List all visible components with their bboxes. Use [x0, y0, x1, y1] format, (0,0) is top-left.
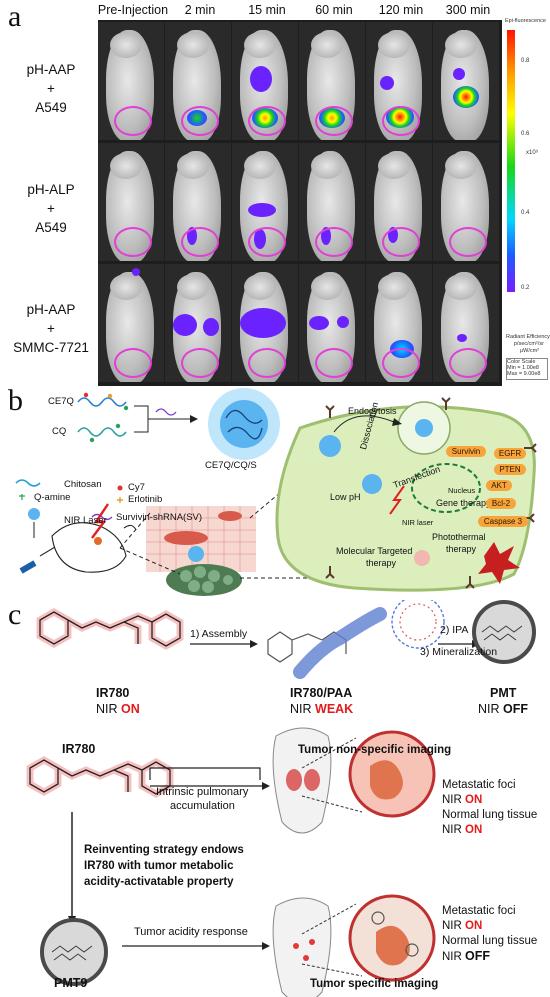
colorbar-unit-line1: p/sec/cm²/sr [514, 341, 544, 347]
pmt-label: PMT [490, 686, 517, 700]
nanoparticle-label: CE7Q/CQ/S [205, 460, 257, 471]
mouse-image [98, 264, 164, 382]
intrinsic-line2: accumulation [170, 800, 235, 812]
mouse-image [165, 143, 231, 261]
timepoint-label: 15 min [248, 3, 286, 17]
egfr-box: EGFR [494, 448, 526, 459]
step-mineralization: 3) Mineralization [420, 646, 498, 658]
panel-c-diagram [26, 600, 536, 997]
paa-label: IR780/PAA [290, 686, 353, 700]
step-assembly: 1) Assembly [190, 628, 248, 640]
row-label-2: pH-ALP+A549 [27, 182, 75, 235]
endocytosis-label: Endocytosis [348, 406, 397, 416]
nir-laser-cell-label: NIR laser [402, 518, 434, 527]
meta-status-1: Metastatic foci NIR ON Normal lung tissu… [442, 779, 538, 836]
colorbar-exponent: x10⁹ [526, 150, 539, 156]
mouse-image [232, 22, 298, 140]
mouse-image [98, 143, 164, 261]
caspase-box: Caspase 3 [478, 516, 528, 527]
bcl2-box: Bcl-2 [486, 498, 516, 509]
photothermal-label: Photothermal [432, 532, 486, 542]
colorbar-tick: 0.2 [521, 285, 530, 291]
panel-b-letter: b [8, 384, 23, 417]
photothermal-therapy-label: therapy [446, 544, 477, 554]
mouse-image [433, 22, 499, 140]
colorbar-tick: 0.6 [521, 131, 530, 137]
low-ph-label: Low pH [330, 492, 361, 502]
meta-status-2: Metastatic foci NIR ON Normal lung tissu… [442, 905, 538, 963]
reinvent-text: Reinventing strategy endows IR780 with t… [84, 844, 244, 888]
mouse-image [366, 264, 432, 382]
color-scale-max: Max = 9.00e8 [507, 371, 541, 377]
mouse-image [366, 143, 432, 261]
mouse-image [232, 264, 298, 382]
legend-survivin: Survivin-shRNA(SV) [116, 512, 203, 523]
mouse-image [299, 264, 365, 382]
molecular-label: Molecular Targeted [336, 546, 413, 556]
mouse-image [299, 143, 365, 261]
nucleus-label: Nucleus [448, 486, 476, 495]
colorbar-unit-title: Radiant Efficiency [506, 334, 550, 340]
ce7q-label: CE7Q [48, 396, 74, 407]
timepoint-label: 60 min [315, 3, 353, 17]
paa-nir-line: NIR WEAK [290, 702, 354, 716]
gene-therapy-label: Gene therapy [436, 498, 491, 508]
ir780-nir-line: NIR ON [96, 702, 140, 716]
acidity-label: Tumor acidity response [134, 926, 248, 938]
legend-erlotinib: Erlotinib [128, 494, 163, 505]
ir780-label: IR780 [96, 686, 130, 700]
colorbar-tick: 0.8 [521, 58, 530, 64]
akt-box: AKT [486, 480, 512, 491]
timepoint-label: 2 min [184, 3, 216, 17]
step-ipa: 2) IPA [440, 624, 469, 636]
pmt-nir-line: NIR OFF [478, 702, 529, 716]
survivin-box: Survivin [446, 446, 486, 457]
mouse-image [232, 143, 298, 261]
timepoint-label: 300 min [445, 3, 491, 17]
legend-q-amine: Q-amine [34, 492, 71, 503]
color-scale-box: Color Scale Min = 1.00e8 Max = 9.00e8 [506, 358, 548, 380]
ir780-label-2: IR780 [62, 742, 96, 756]
color-scale-min: Min = 1.00e8 [507, 365, 539, 371]
colorbar [507, 30, 515, 292]
mouse-image [98, 22, 164, 140]
panel-a-letter: a [8, 0, 22, 33]
intrinsic-line1: Intrinsic pulmonary [156, 786, 249, 798]
mouse-image [433, 143, 499, 261]
molecular-therapy-label: therapy [366, 558, 397, 568]
pmt9-label: PMT9 [54, 976, 88, 990]
colorbar-title: Epi-fluorescence [505, 18, 546, 24]
color-scale-title: Color Scale [507, 359, 536, 365]
pten-box: PTEN [494, 464, 526, 475]
cq-label: CQ [52, 426, 67, 437]
imaging-grid [98, 20, 502, 386]
mouse-image [165, 264, 231, 382]
timepoint-label: Pre-Injection [97, 3, 169, 17]
legend-cy7: Cy7 [128, 482, 145, 493]
mouse-image [433, 264, 499, 382]
colorbar-tick: 0.4 [521, 210, 530, 216]
panel-c-letter: c [8, 598, 22, 631]
specific-caption: Tumor specific imaging [310, 978, 439, 990]
legend-chitosan: Chitosan [64, 479, 102, 490]
mouse-image [165, 22, 231, 140]
mouse-image [366, 22, 432, 140]
timepoint-label: 120 min [378, 3, 424, 17]
row-label-3: pH-AAP+SMMC-7721 [13, 302, 89, 355]
mouse-image [299, 22, 365, 140]
nir-laser-label: NIR Laser [64, 515, 107, 526]
non-specific-caption: Tumor non-specific imaging [298, 744, 452, 756]
row-label-1: pH-AAP+A549 [26, 62, 76, 115]
colorbar-unit-line2: μW/cm² [520, 348, 540, 354]
